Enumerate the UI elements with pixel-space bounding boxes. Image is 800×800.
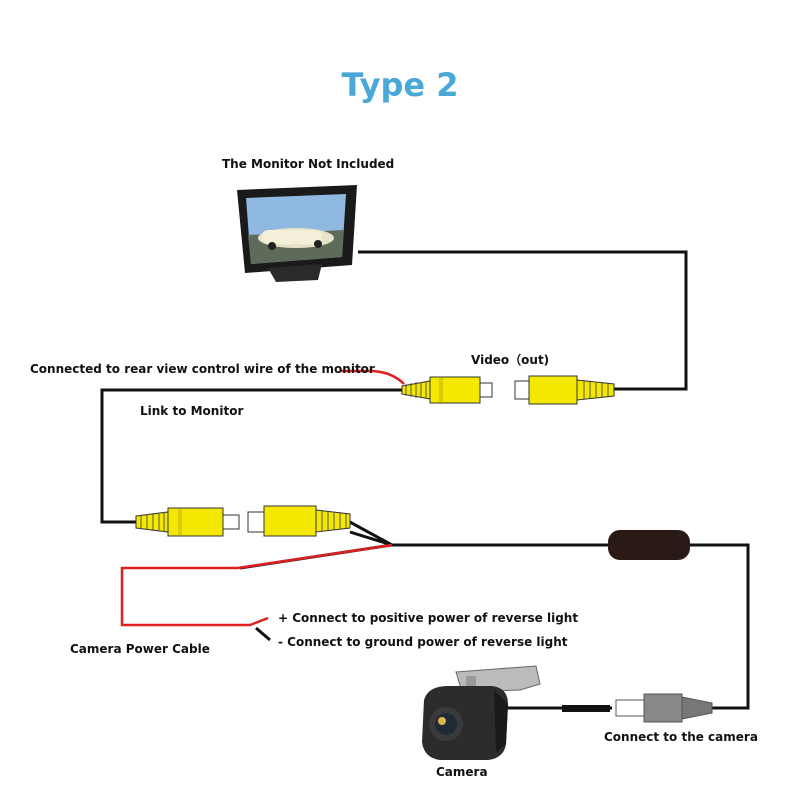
rca-jack-icon <box>514 375 615 405</box>
diagram-title: Type 2 <box>341 66 459 104</box>
rear-view-control-red-wire <box>340 369 405 385</box>
rear-view-control-label: Connected to rear view control wire of t… <box>30 362 375 376</box>
y-junction-wire <box>347 519 612 547</box>
monitor-icon <box>237 185 357 282</box>
positive-power-label: + Connect to positive power of reverse l… <box>278 611 579 625</box>
monitor-label: The Monitor Not Included <box>222 157 395 171</box>
y-junction-wire-2 <box>349 530 393 547</box>
camera-connector-icon <box>615 693 713 723</box>
camera-icon <box>422 665 541 760</box>
camera-power-cable-label: Camera Power Cable <box>70 642 210 656</box>
camera-power-red-wire <box>120 543 393 627</box>
connect-camera-label: Connect to the camera <box>604 730 758 744</box>
video-out-label: Video（out) <box>471 353 550 367</box>
power-module-icon <box>608 530 690 560</box>
ground-power-label: - Connect to ground power of reverse lig… <box>278 635 568 649</box>
camera-label: Camera <box>436 765 488 779</box>
rca-plug-icon <box>401 376 493 404</box>
black-power-wire <box>239 543 393 642</box>
rca-plug-icon <box>135 507 240 537</box>
red-wires <box>120 369 405 627</box>
monitor-wire <box>358 250 688 391</box>
link-monitor-wire <box>100 388 402 524</box>
module-to-camera-wire <box>688 543 750 710</box>
camera-cable-sleeve <box>562 705 610 712</box>
rca-jack-icon <box>247 505 351 537</box>
link-to-monitor-label: Link to Monitor <box>140 404 244 418</box>
